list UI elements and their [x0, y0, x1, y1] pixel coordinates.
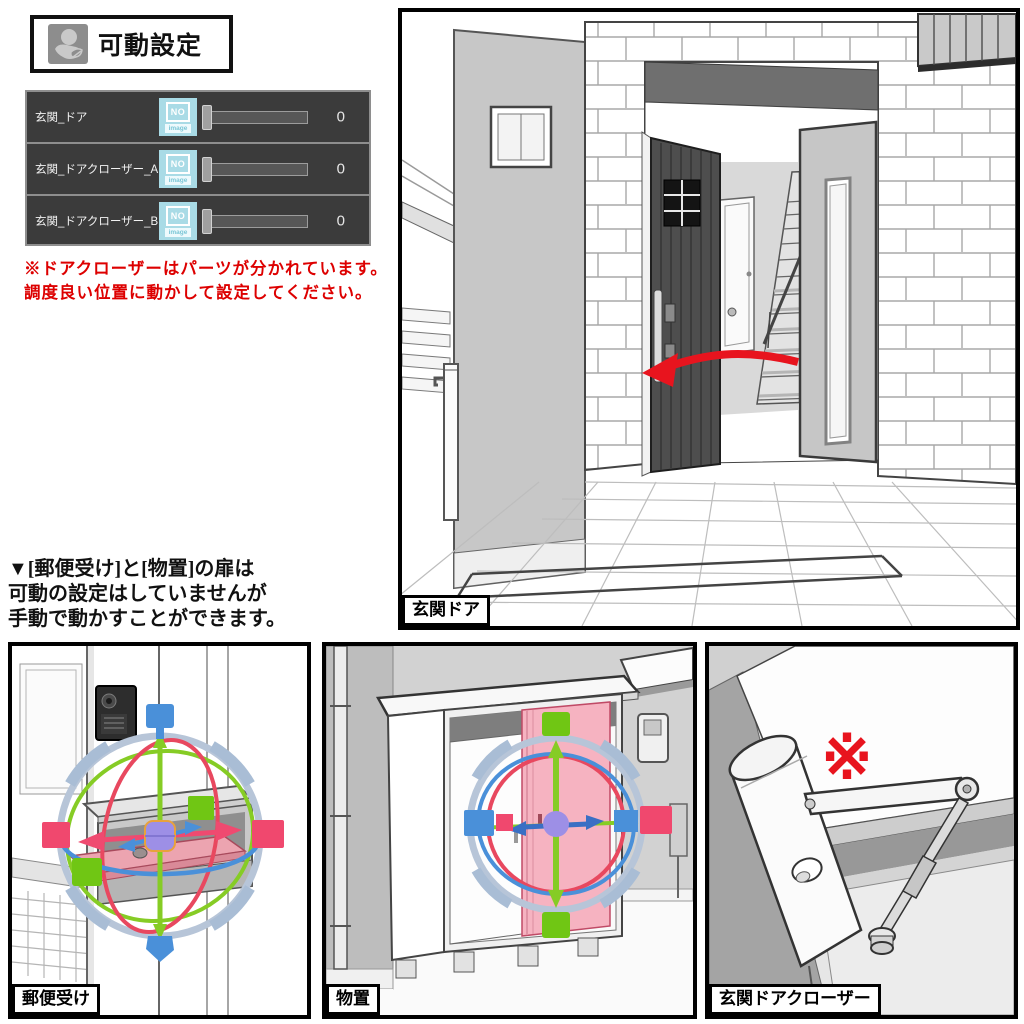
door-closer-body — [728, 734, 863, 1015]
slider-handle[interactable] — [202, 105, 212, 130]
corner-wall — [709, 646, 795, 690]
note-line: 調度良い位置に動かして設定してください。 — [24, 283, 373, 302]
setting-label: 玄関_ドアクローザー_A — [35, 164, 159, 176]
header: 可動設定 — [30, 15, 233, 73]
note-line: ▼[郵便受け]と[物置]の扉は — [8, 558, 255, 580]
gizmo-handle-green-right[interactable] — [188, 796, 214, 820]
note-line: 手動で動かすことができます。 — [8, 608, 286, 630]
setting-row-entrance-door: 玄関_ドア NO image 0 — [27, 92, 369, 144]
move-gizmo[interactable] — [42, 704, 284, 962]
thumb-no-text: NO — [166, 153, 190, 174]
setting-label: 玄関_ドアクローザー_B — [35, 216, 159, 228]
setting-row-door-closer-b: 玄関_ドアクローザー_B NO image 0 — [27, 196, 369, 246]
attention-mark: ※ — [821, 724, 873, 792]
brick-facade — [584, 21, 1016, 486]
gizmo-handle-green-bottom[interactable] — [542, 912, 570, 938]
page-title: 可動設定 — [98, 32, 203, 60]
entrance-door-illustration — [402, 12, 1016, 626]
door-closer-panel: ※ 玄関ドアクローザー — [705, 642, 1018, 1019]
panel-label-entrance-door: 玄関ドア — [402, 595, 490, 626]
entrance-door-panel: 玄関ドア — [398, 8, 1020, 630]
no-image-thumbnail[interactable]: NO image — [159, 150, 197, 188]
setting-label: 玄関_ドア — [35, 112, 88, 124]
door-side-panel — [798, 120, 878, 464]
gizmo-handle-green-left[interactable] — [72, 858, 102, 886]
gizmo-handle-blue-bottom[interactable] — [146, 936, 174, 962]
panel-label-door-closer: 玄関ドアクローザー — [709, 984, 881, 1015]
no-image-thumbnail[interactable]: NO image — [159, 202, 197, 240]
entrance-door-open — [641, 131, 737, 477]
eave — [619, 646, 693, 697]
gizmo-handle-blue-right[interactable] — [614, 810, 638, 832]
door-closer-arm — [803, 776, 980, 955]
setting-row-door-closer-a: 玄関_ドアクローザー_A NO image 0 — [27, 144, 369, 196]
water-tap — [433, 363, 459, 521]
thumb-no-text: NO — [166, 205, 190, 226]
balcony-slats — [917, 13, 1016, 72]
shed-illustration — [326, 646, 693, 1015]
door-closer-note: ※ドアクローザーはパーツが分かれています。 調度良い位置に動かして設定してくださ… — [24, 257, 394, 305]
door-closer-illustration — [709, 646, 1014, 1015]
side-window — [489, 105, 553, 169]
downspout-pipe — [330, 646, 351, 970]
note-line: 可動の設定はしていませんが — [8, 583, 267, 605]
manual-move-note: ▼[郵便受け]と[物置]の扉は 可動の設定はしていませんが 手動で動かすことがで… — [8, 557, 338, 632]
note-line: ※ドアクローザーはパーツが分かれています。 — [24, 259, 388, 278]
thumb-no-text: NO — [166, 101, 190, 122]
fence — [402, 307, 451, 394]
panel-label-mailbox: 郵便受け — [12, 984, 100, 1015]
porch-steps — [455, 554, 903, 600]
gizmo-handle-pink-left[interactable] — [42, 822, 70, 848]
slider-value: 0 — [336, 160, 345, 178]
thumb-image-text: image — [165, 227, 191, 237]
shed-panel: 物置 — [322, 642, 697, 1019]
move-gizmo[interactable] — [464, 712, 672, 938]
material-icon — [48, 24, 88, 64]
intercom — [95, 685, 137, 741]
gizmo-handle-pink-right[interactable] — [252, 820, 284, 848]
gizmo-handle-blue-top[interactable] — [146, 704, 174, 728]
porch-tiles — [402, 481, 1016, 626]
door-face — [818, 859, 1014, 1015]
gizmo-handle-pink-right[interactable] — [640, 806, 672, 834]
slider-handle[interactable] — [202, 157, 212, 182]
movable-settings-panel: 玄関_ドア NO image 0 玄関_ドアクローザー_A NO image 0… — [25, 90, 371, 246]
no-image-thumbnail[interactable]: NO image — [159, 98, 197, 136]
slider-track[interactable] — [208, 111, 308, 124]
carport-lines — [402, 159, 455, 207]
slider-value: 0 — [336, 108, 345, 126]
gizmo-handle-blue-left[interactable] — [464, 810, 494, 836]
gizmo-center-handle[interactable] — [543, 811, 569, 837]
mailbox-illustration — [12, 646, 307, 1015]
panel-label-shed: 物置 — [326, 984, 380, 1015]
wall-intercom — [637, 713, 669, 763]
gizmo-handle-pink-left[interactable] — [496, 814, 513, 831]
gizmo-handle-green-top[interactable] — [542, 712, 570, 736]
slider-value: 0 — [336, 212, 345, 230]
door-swing-arrow — [642, 350, 799, 387]
thumb-image-text: image — [165, 123, 191, 133]
slider-handle[interactable] — [202, 209, 212, 234]
inner-door — [719, 196, 755, 355]
thumb-image-text: image — [165, 175, 191, 185]
slider-track[interactable] — [208, 215, 308, 228]
mailbox-panel: 郵便受け — [8, 642, 311, 1019]
slider-track[interactable] — [208, 163, 308, 176]
door-top-rail-shadow — [806, 814, 1014, 882]
